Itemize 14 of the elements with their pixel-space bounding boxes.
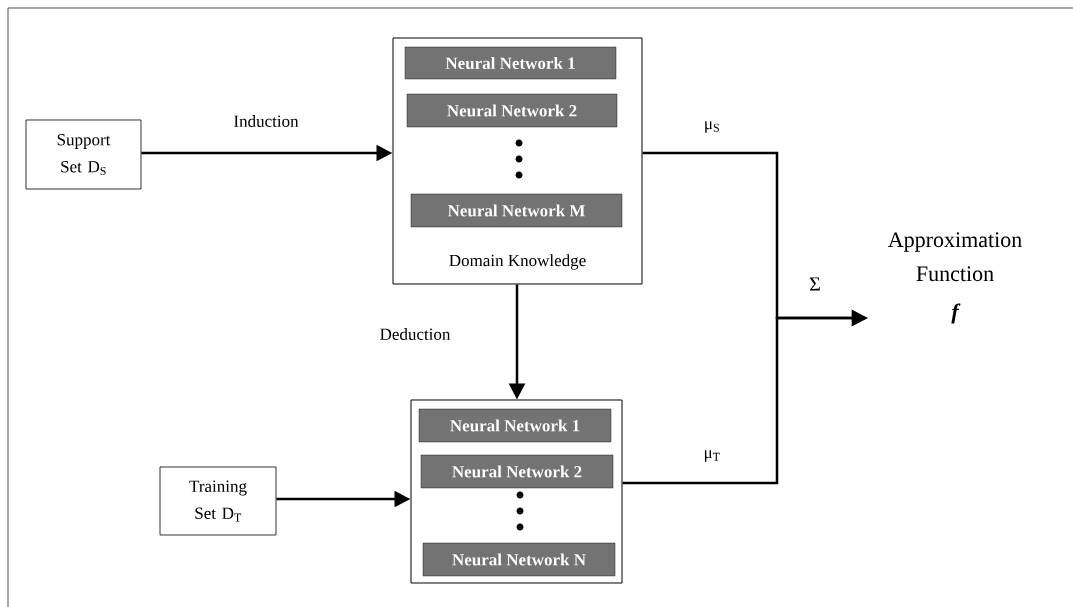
network-bar: Neural Network 1 xyxy=(418,408,612,443)
network-bar: Neural Network 2 xyxy=(406,93,618,128)
edge-label: μ$_{T}$ xyxy=(702,449,722,463)
network-bar: Neural Network M xyxy=(410,193,623,228)
edge-label: Induction xyxy=(232,114,300,128)
network-bar: Neural Network 2 xyxy=(420,454,614,489)
input-box: Support Set D$_{S}$ xyxy=(25,119,142,190)
network-bar: Neural Network 1 xyxy=(404,46,617,80)
sum-symbol: Σ xyxy=(809,277,820,291)
edge-label: μ$_{S}$ xyxy=(702,120,722,134)
edge-label: Deduction xyxy=(378,327,452,341)
input-box: Training Set D$_{T}$ xyxy=(159,466,277,536)
result-label: Approximation Function f xyxy=(888,232,1022,324)
network-bar: Neural Network N xyxy=(422,542,616,577)
